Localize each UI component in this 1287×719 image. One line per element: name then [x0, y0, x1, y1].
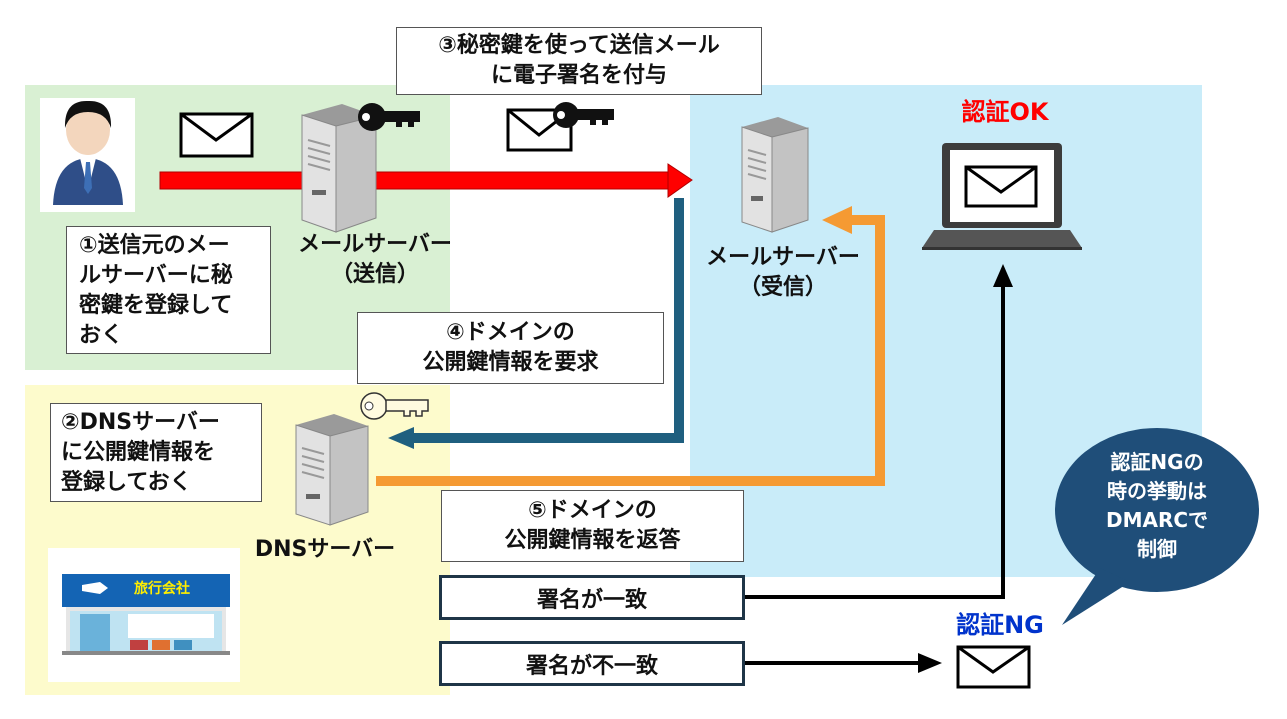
private-key-icon	[358, 103, 420, 131]
sender-server-line1: メールサーバー	[298, 232, 452, 257]
step3-line2: に電子署名を付与	[490, 63, 667, 88]
step4-box: ④ドメインの 公開鍵情報を要求	[357, 312, 664, 384]
dns-server-label: DNSサーバー	[254, 537, 396, 562]
person-icon	[40, 98, 135, 212]
public-key-icon	[360, 392, 429, 420]
step4-line1: ④ドメインの	[446, 320, 575, 345]
callout-line2: 時の挙動は	[1107, 479, 1207, 503]
auth-ng-label: 認証NG	[956, 611, 1044, 639]
receiver-server-icon	[741, 117, 809, 233]
mismatch-line	[744, 653, 942, 673]
signed-envelope-icon	[506, 102, 614, 152]
signature-match-box: 署名が一致	[439, 575, 745, 620]
response-arrow	[376, 206, 885, 486]
auth-ok-label: 認証OK	[961, 98, 1049, 126]
step5-box: ⑤ドメインの 公開鍵情報を返答	[441, 490, 744, 562]
callout-line1: 認証NGの	[1110, 450, 1204, 474]
callout-text: 認証NGの 時の挙動は DMARCで 制御	[1062, 448, 1252, 564]
step1-line3: 密鍵を登録して	[79, 293, 233, 318]
receiver-server-label: メールサーバー （受信）	[683, 243, 883, 303]
step3-line1: ③秘密鍵を使って送信メール	[438, 33, 720, 58]
travel-agency-icon	[48, 548, 240, 682]
request-arrow	[388, 198, 684, 449]
step5-line1: ⑤ドメインの	[528, 498, 657, 523]
step1-line4: おく	[79, 323, 124, 348]
sender-server-icon	[301, 104, 377, 233]
step1-line1: ①送信元のメー	[79, 233, 230, 258]
step2-line3: 登録しておく	[61, 470, 192, 495]
step4-line2: 公開鍵情報を要求	[422, 350, 599, 375]
callout-line4: 制御	[1137, 537, 1177, 561]
signed-mail-arrow	[159, 163, 693, 198]
step2-line1: ②DNSサーバー	[61, 410, 220, 435]
step2-box: ②DNSサーバー に公開鍵情報を 登録しておく	[50, 403, 262, 502]
travel-sign-label: 旅行会社	[134, 581, 190, 597]
step3-box: ③秘密鍵を使って送信メール に電子署名を付与	[396, 27, 762, 95]
step1-line2: ルサーバーに秘	[79, 263, 233, 288]
dmarc-callout	[1055, 428, 1259, 625]
callout-line3: DMARCで	[1105, 508, 1209, 532]
step2-line2: に公開鍵情報を	[61, 440, 216, 465]
step5-line2: 公開鍵情報を返答	[504, 528, 681, 553]
signature-mismatch-box: 署名が不一致	[439, 641, 745, 686]
receiver-server-line2: （受信）	[738, 275, 827, 300]
receiver-server-line1: メールサーバー	[706, 245, 860, 270]
laptop-icon	[922, 143, 1082, 250]
dns-server-icon	[295, 414, 369, 526]
step1-box: ①送信元のメー ルサーバーに秘 密鍵を登録して おく	[66, 226, 271, 354]
ng-envelope-icon	[956, 645, 1031, 689]
sender-server-line2: （送信）	[330, 262, 419, 287]
match-line	[744, 264, 1013, 599]
sender-server-label: メールサーバー （送信）	[275, 230, 475, 290]
envelope-icon	[179, 112, 254, 158]
